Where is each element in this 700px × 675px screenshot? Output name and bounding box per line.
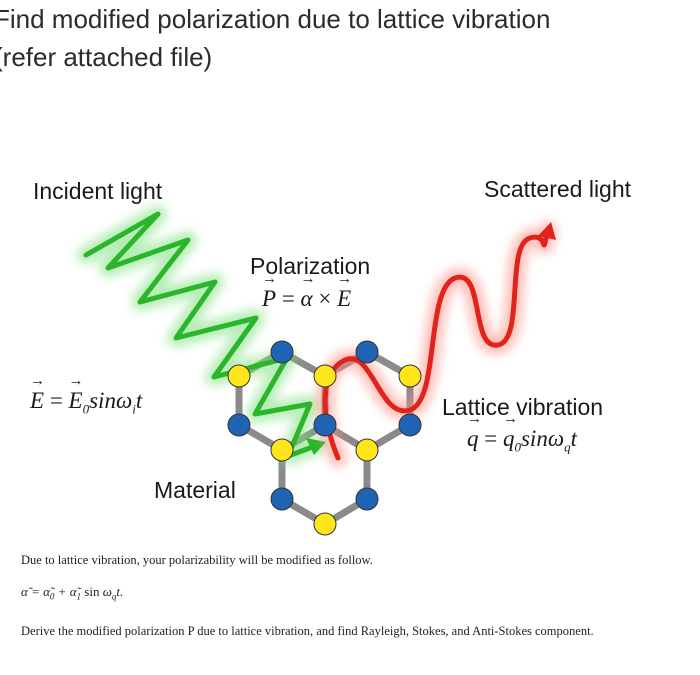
lattice-atoms <box>227 340 422 536</box>
scattered-light-label: Scattered light <box>484 176 632 202</box>
atom-blue <box>313 413 337 437</box>
atom-yellow <box>313 364 337 388</box>
atom-yellow <box>355 438 379 462</box>
polarization-equation: P = α × E <box>262 271 352 312</box>
atom-yellow <box>227 364 251 388</box>
lattice-vibration-equation: q = q0sinωqt <box>467 411 577 456</box>
material-label: Material <box>154 477 236 503</box>
atom-blue <box>355 340 379 364</box>
electric-field-equation: E = E0sinωit <box>30 373 142 418</box>
question-line-1: Find modified polarization due to lattic… <box>0 4 551 34</box>
atom-blue <box>355 487 379 511</box>
incident-light-label: Incident light <box>33 178 163 204</box>
atom-blue <box>270 487 294 511</box>
lattice-note: Due to lattice vibration, your polarizab… <box>21 553 373 567</box>
atom-yellow <box>313 512 337 536</box>
scattered-light-wave <box>316 221 557 467</box>
atom-yellow <box>270 438 294 462</box>
polarizability-formula: α̃ = α̃0 + α̃1 sin ωqt. <box>21 584 124 602</box>
question-line-2: (refer attached file) <box>0 42 213 72</box>
atom-blue <box>398 413 422 437</box>
derive-instruction: Derive the modified polarization P due t… <box>21 624 594 638</box>
question-text: Find modified polarization due to lattic… <box>0 0 550 76</box>
atom-blue <box>227 413 251 437</box>
incident-arrowhead <box>306 438 326 455</box>
atom-yellow <box>398 364 422 388</box>
incident-light-wave <box>77 205 327 465</box>
atom-blue <box>270 340 294 364</box>
scattered-arrowhead <box>538 222 556 240</box>
